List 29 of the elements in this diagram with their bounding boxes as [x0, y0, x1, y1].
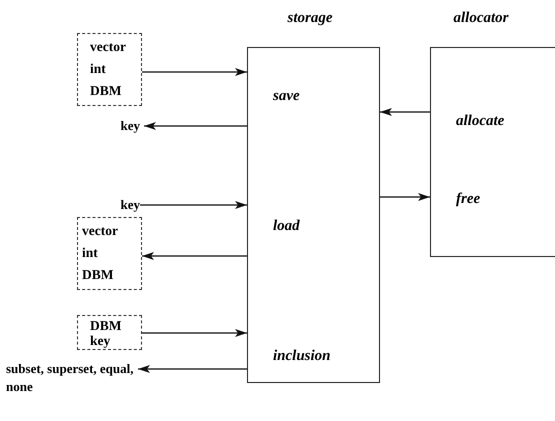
operation-label: allocate	[456, 113, 504, 130]
arrow	[142, 68, 247, 76]
operation-label: save	[273, 88, 300, 105]
arrow	[380, 108, 430, 116]
parameter-label: int	[82, 244, 99, 262]
parameter-box	[77, 33, 142, 106]
operation-label: load	[273, 218, 300, 235]
parameter-label: vector	[90, 38, 127, 56]
value-label: subset, superset, equal, none	[6, 361, 134, 394]
parameter-label: vector	[82, 222, 119, 240]
arrow	[142, 252, 247, 260]
operation-label: free	[456, 191, 480, 208]
arrow	[138, 365, 247, 373]
arrow	[144, 122, 247, 130]
parameter-label: DBM	[90, 82, 122, 100]
module-title: storage	[288, 10, 332, 27]
value-label: key	[120, 118, 140, 133]
value-label: key	[120, 197, 140, 212]
module-title: allocator	[454, 10, 508, 27]
arrow	[140, 201, 247, 209]
arrow	[142, 329, 247, 337]
operation-label: inclusion	[273, 348, 331, 365]
parameter-label: key	[90, 333, 112, 348]
parameter-box	[77, 315, 142, 350]
parameter-label: DBM	[90, 318, 122, 333]
parameter-label: DBM	[82, 266, 114, 284]
parameter-box	[77, 217, 142, 290]
arrow	[380, 193, 430, 201]
parameter-label: int	[90, 60, 107, 78]
